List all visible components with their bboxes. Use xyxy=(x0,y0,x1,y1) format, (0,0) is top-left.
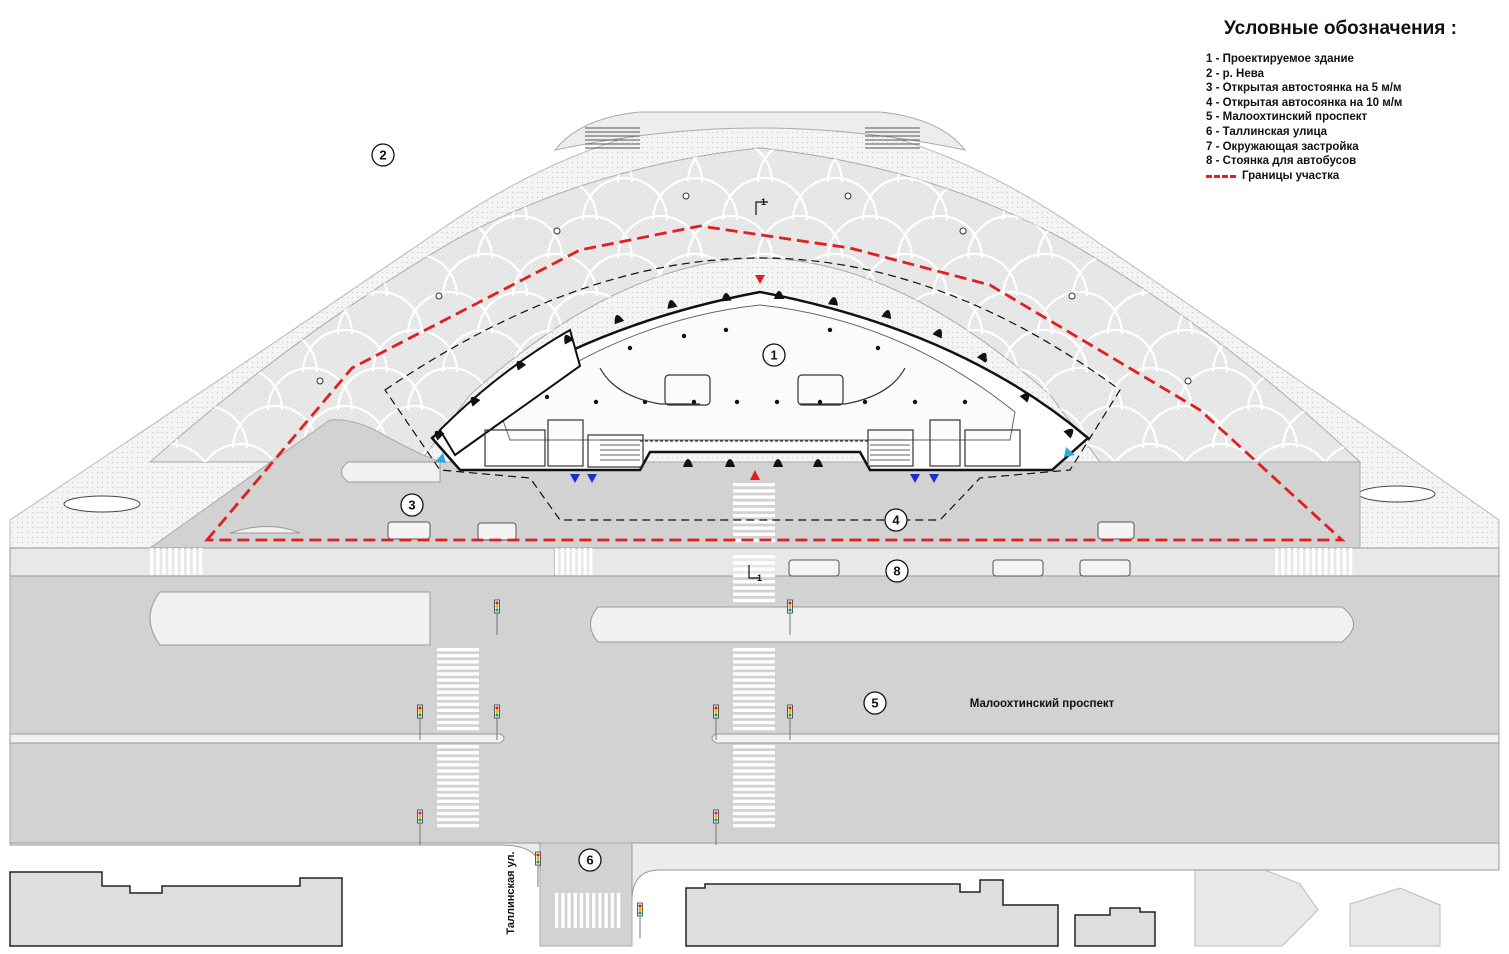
callout-3: 3 xyxy=(400,493,424,517)
callout-8: 8 xyxy=(885,559,909,583)
terrace-steps-right xyxy=(865,127,920,149)
entrance-arrows-cyan xyxy=(435,447,1075,463)
planter-right xyxy=(1358,485,1436,503)
legend: Условные обозначения : 1 - Проектируемое… xyxy=(1206,18,1486,183)
site-boundary xyxy=(203,224,1346,542)
legend-item: 6 - Таллинская улица xyxy=(1206,125,1328,138)
traffic-islands xyxy=(9,461,1500,901)
section-mark-bottom-label: 1 xyxy=(757,573,762,583)
callout-6: 6 xyxy=(578,848,602,872)
traffic-lights xyxy=(417,599,793,938)
callout-1: 1 xyxy=(762,343,786,367)
facade-fins xyxy=(434,291,1074,467)
main-avenue-label: Малоохтинский проспект xyxy=(970,698,1115,710)
callout-2: 2 xyxy=(371,143,395,167)
embankment-terrace xyxy=(553,111,967,151)
boundary-dash-swatch xyxy=(1206,174,1236,178)
svg-text:1: 1 xyxy=(770,348,777,363)
legend-item: 2 - р. Нева xyxy=(1206,67,1265,80)
svg-text:6: 6 xyxy=(586,853,593,868)
crosswalks xyxy=(150,483,1353,928)
planter-left xyxy=(63,495,141,513)
legend-item: 8 - Стоянка для автобусов xyxy=(1206,155,1357,168)
entrance-arrows-red xyxy=(750,275,765,480)
legend-item: 1 - Проектируемое здание xyxy=(1206,53,1354,65)
svg-text:2: 2 xyxy=(379,148,386,163)
callout-5: 5 xyxy=(863,691,887,715)
entrance-arrows-blue xyxy=(570,474,939,483)
svg-text:4: 4 xyxy=(892,513,900,528)
terrace-steps-left xyxy=(585,127,640,149)
svg-text:8: 8 xyxy=(893,564,900,579)
legend-boundary-label: Границы участка xyxy=(1242,169,1340,182)
legend-item: 4 - Открытая автосоянка на 10 м/м xyxy=(1206,96,1403,109)
surrounding-buildings xyxy=(9,859,1441,947)
legend-item: 5 - Малоохтинский проспект xyxy=(1206,111,1368,124)
section-mark-top xyxy=(755,201,768,215)
building-interior xyxy=(484,367,1021,468)
callout-4: 4 xyxy=(884,508,908,532)
svg-text:5: 5 xyxy=(871,696,878,711)
building-inner-atrium xyxy=(499,304,1016,441)
legend-title: Условные обозначения : xyxy=(1224,18,1458,39)
legend-item: 3 - Открытая автостоянка на 5 м/м xyxy=(1206,82,1402,95)
section-mark-top-label: 1 xyxy=(761,197,766,207)
svg-text:3: 3 xyxy=(408,498,415,513)
building-stairs xyxy=(600,439,910,461)
section-mark-bottom xyxy=(748,565,760,579)
lamp-posts xyxy=(316,192,1192,385)
legend-boundary-item: Границы участка xyxy=(1206,169,1486,184)
building-corridor-left xyxy=(438,328,582,457)
side-street-label: Таллинская ул. xyxy=(505,851,517,934)
parking-zone-outline xyxy=(384,257,1121,521)
legend-item: 7 - Окружающая застройка xyxy=(1206,140,1359,153)
